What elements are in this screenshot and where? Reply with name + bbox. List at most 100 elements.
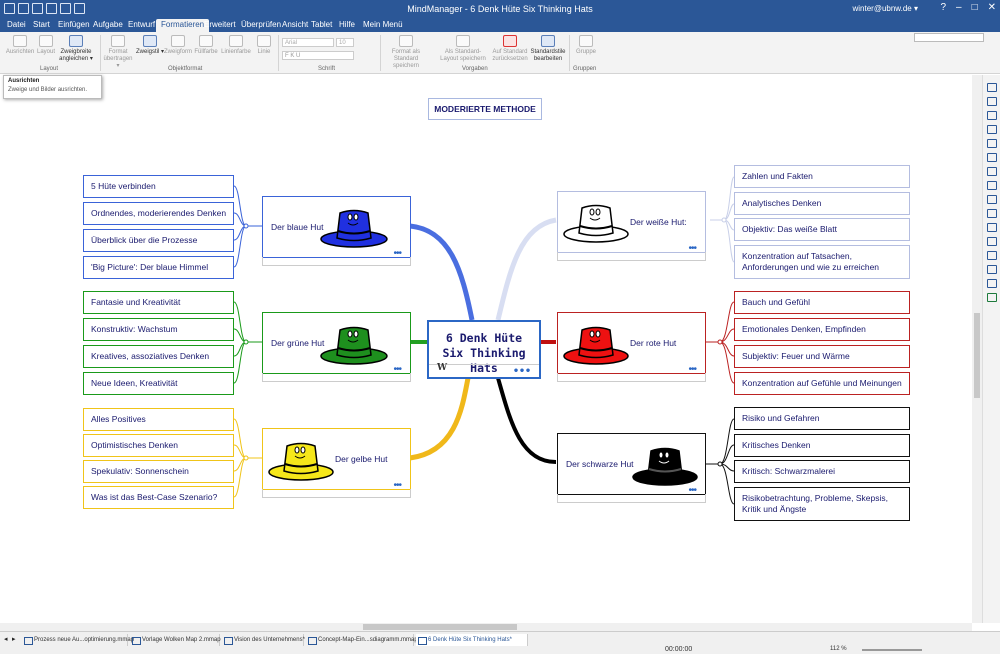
more-dots-icon[interactable]: ••• [512,366,531,377]
links-icon[interactable] [987,195,997,204]
undo-icon[interactable] [60,3,71,14]
tab-ansicht[interactable]: Ansicht [282,20,309,29]
subtopic-black-4[interactable]: Risikobetrachtung, Probleme, Skepsis, Kr… [734,487,910,521]
more-dots-icon[interactable]: ••• [688,243,696,254]
redo-icon[interactable] [74,3,85,14]
font-style-buttons[interactable]: F K U [282,51,354,60]
subtopic-green-2[interactable]: Konstruktiv: Wachstum [83,318,234,341]
subtopic-white-2[interactable]: Analytisches Denken [734,192,910,215]
search-icon[interactable] [987,167,997,176]
tab-next-icon[interactable]: ▸ [12,636,16,643]
tab-hilfe[interactable]: Hilfe [339,20,356,29]
doc-tab[interactable]: Vision des Unternehmens* [222,634,305,646]
layout-button[interactable]: Layout [30,35,62,56]
tab-prev-icon[interactable]: ◂ [4,636,8,643]
subtopic-yellow-3[interactable]: Spekulativ: Sonnenschein [83,460,234,483]
format-painter-button[interactable]: Format übertragen ▾ [102,35,134,70]
vertical-scrollbar[interactable] [972,75,982,623]
horizontal-scrollbar[interactable] [0,623,972,631]
edit-styles-button[interactable]: Standardstile bearbeiten [528,35,568,63]
minimize-icon[interactable]: – [956,2,962,13]
method-topic[interactable]: MODERIERTE METHODE [428,98,542,120]
hat-topic-blue[interactable]: Der blaue Hut ••• [262,196,411,266]
print-icon[interactable] [46,3,57,14]
subtopic-green-3[interactable]: Kreatives, assoziatives Denken [83,345,234,368]
subtopic-yellow-2[interactable]: Optimistisches Denken [83,434,234,457]
more-dots-icon[interactable]: ••• [393,364,401,375]
more-dots-icon[interactable]: ••• [393,480,401,491]
subtopic-white-4[interactable]: Konzentration auf Tatsachen, Anforderung… [734,245,910,279]
browser-icon[interactable] [987,181,997,190]
close-icon[interactable]: ✕ [987,2,996,13]
subtopic-white-3[interactable]: Objektiv: Das weiße Blatt [734,218,910,241]
doc-tab[interactable]: Vorlage Wolken Map 2.mmap [130,634,221,646]
library-icon[interactable] [987,139,997,148]
wikipedia-icon[interactable]: W [437,363,448,373]
subtopic-red-2[interactable]: Emotionales Denken, Empfinden [734,318,910,341]
markers-icon[interactable] [987,97,997,106]
subtopic-yellow-1[interactable]: Alles Positives [83,408,234,431]
hat-topic-green[interactable]: Der grüne Hut ••• [262,312,411,382]
align-button[interactable]: Ausrichten [4,35,36,56]
tab-ueberpruefen[interactable]: Überprüfen [241,20,282,29]
tab-erweitert[interactable]: Erweitert [204,20,236,29]
map-parts-icon[interactable] [987,125,997,134]
tab-einfuegen[interactable]: Einfügen [58,20,90,29]
excel-icon[interactable] [987,293,997,302]
subtopic-green-4[interactable]: Neue Ideen, Kreativität [83,372,234,395]
help-icon[interactable]: ? [940,2,946,13]
zoom-level[interactable]: 112 % [830,646,847,652]
more-dots-icon[interactable]: ••• [393,248,401,259]
subtopic-blue-2[interactable]: Ordnendes, moderierendes Denken [83,202,234,225]
maximize-icon[interactable]: □ [971,2,978,13]
subtopic-red-1[interactable]: Bauch und Gefühl [734,291,910,314]
task-pane-icon[interactable] [987,83,997,92]
tab-datei[interactable]: Datei [7,20,26,29]
subtopic-green-1[interactable]: Fantasie und Kreativität [83,291,234,314]
tab-mein-menue[interactable]: Mein Menü [363,20,403,29]
tab-aufgabe[interactable]: Aufgabe [93,20,123,29]
subtopic-blue-4[interactable]: 'Big Picture': Der blaue Himmel [83,256,234,279]
fill-color-button[interactable]: Füllfarbe [190,35,222,56]
open-icon[interactable] [18,3,29,14]
subtopic-red-3[interactable]: Subjektiv: Feuer und Wärme [734,345,910,368]
new-icon[interactable] [4,3,15,14]
scroll-thumb[interactable] [363,624,517,630]
subtopic-black-2[interactable]: Kritisches Denken [734,434,910,457]
subtopic-red-4[interactable]: Konzentration auf Gefühle und Meinungen [734,372,910,395]
zoom-slider[interactable] [862,649,922,651]
tab-entwurf[interactable]: Entwurf [128,20,156,29]
subtopic-white-1[interactable]: Zahlen und Fakten [734,165,910,188]
subtopic-black-3[interactable]: Kritisch: Schwarzmalerei [734,460,910,483]
branch-width-button[interactable]: Zweigbreite angleichen ▾ [58,35,94,63]
user-account[interactable]: winter@ubnw.de ▾ [852,4,918,13]
search-input[interactable] [914,33,984,42]
subtopic-blue-3[interactable]: Überblick über die Prozesse [83,229,234,252]
line-button[interactable]: Linie [248,35,280,56]
tab-tablet[interactable]: Tablet [311,20,333,29]
tab-start[interactable]: Start [33,20,50,29]
attachments-icon[interactable] [987,265,997,274]
font-size-select[interactable]: 10 [336,38,354,47]
font-name-select[interactable]: Arial [282,38,334,47]
save-icon[interactable] [32,3,43,14]
sync-icon[interactable] [987,223,997,232]
more-dots-icon[interactable]: ••• [688,485,696,496]
notes-icon[interactable] [987,153,997,162]
scroll-thumb[interactable] [974,313,980,398]
tab-formatieren[interactable]: Formatieren [156,19,210,32]
format-icon[interactable] [987,111,997,120]
web-icon[interactable] [987,251,997,260]
outline-icon[interactable] [987,209,997,218]
reset-default-button[interactable]: Auf Standard zurücksetzen [490,35,530,63]
more-dots-icon[interactable]: ••• [688,364,696,375]
doc-tab-active[interactable]: 6 Denk Hüte Six Thinking Hats* [416,634,528,646]
line-color-button[interactable]: Linienfarbe [220,35,252,56]
save-layout-button[interactable]: Als Standard-Layout speichern [440,35,486,63]
branch-shape-button[interactable]: Zweigform [162,35,194,56]
doc-tab[interactable]: Prozess neue Au...optimierung.mmap [22,634,134,646]
branch-style-button[interactable]: Zweigstil ▾ [134,35,166,56]
save-default-button[interactable]: Format als Standard speichern [386,35,426,70]
group-button[interactable]: Gruppe [570,35,602,56]
idea-icon[interactable] [987,279,997,288]
